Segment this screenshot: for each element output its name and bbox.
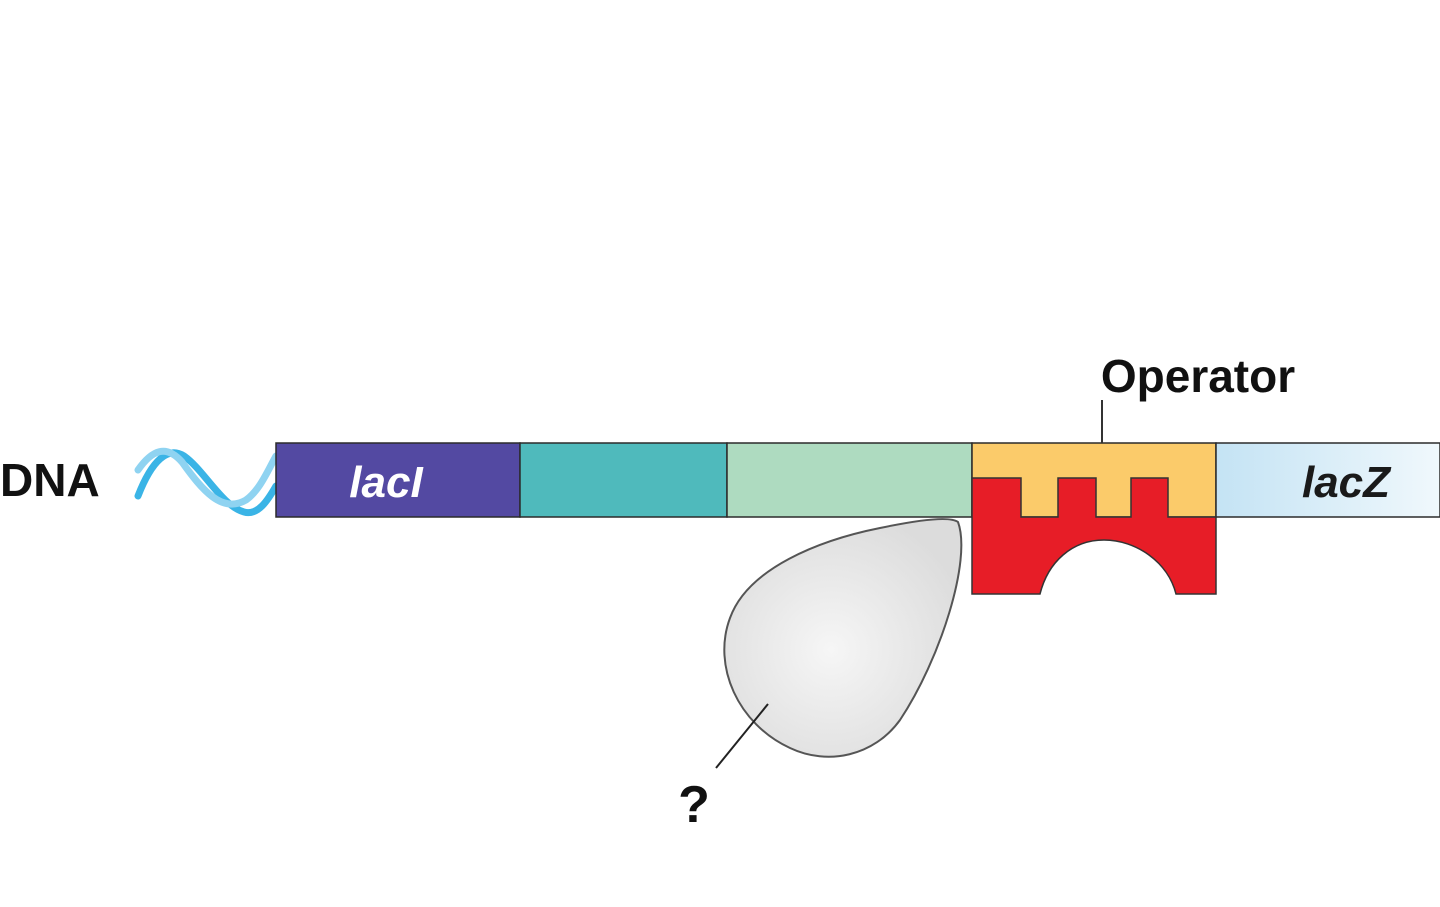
lacz-gene-segment [1215,442,1440,518]
lacz-gene-label: lacZ [1302,458,1392,507]
dna-strand-1 [134,449,280,517]
operator-label: Operator [1101,350,1295,402]
laci-gene-label: lacI [349,458,423,507]
unknown-label: ? [678,776,710,834]
unknown-pointer-line [715,703,769,769]
unknown-protein-blob [723,518,963,758]
promoter-region-segment [519,442,728,518]
repressor-protein [971,477,1217,595]
cap-site-segment [726,442,973,518]
dna-helix-icon [134,447,280,517]
dna-label: DNA [0,454,100,506]
dna-strand-2 [134,447,280,508]
